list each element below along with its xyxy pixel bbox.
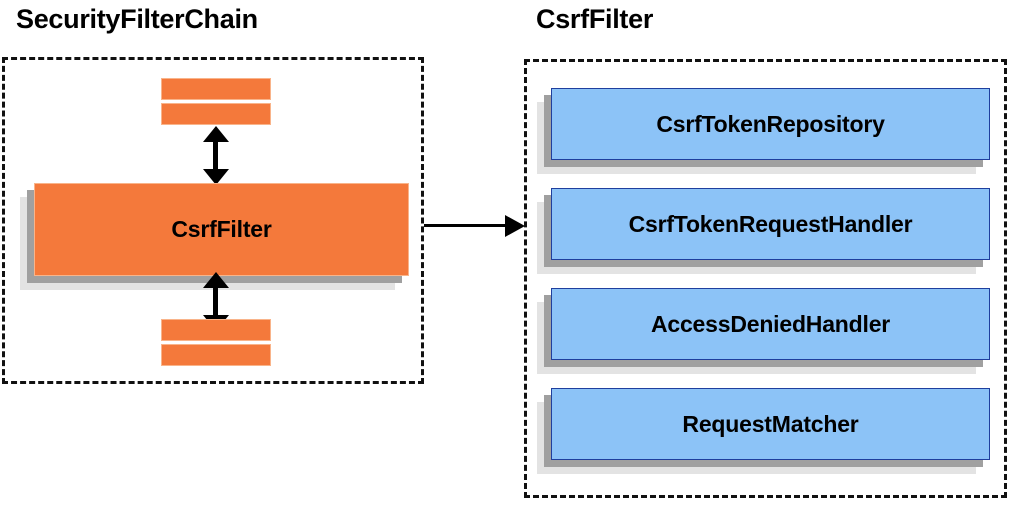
panel-title-security-filter-chain: SecurityFilterChain [16,4,258,34]
box-label-csrf-filter: CsrfFilter [34,183,409,276]
panel-security-filter-chain [2,57,424,384]
filter-bar-top-2 [161,103,271,125]
panel-csrf-filter [524,59,1007,498]
double-arrow-top-icon [203,126,229,185]
filter-bar-top-1 [161,78,271,100]
panel-title-csrf-filter: CsrfFilter [536,4,654,34]
box-label-csrf-token-request-handler: CsrfTokenRequestHandler [551,188,990,260]
box-label-request-matcher: RequestMatcher [551,388,990,460]
filter-bar-bottom-1 [161,319,271,341]
box-csrf-token-repository[interactable]: CsrfTokenRepository [537,88,990,174]
box-label-access-denied-handler: AccessDeniedHandler [551,288,990,360]
box-label-csrf-token-repository: CsrfTokenRepository [551,88,990,160]
connector-arrow-icon [424,215,525,237]
filter-bar-bottom-2 [161,344,271,366]
box-request-matcher[interactable]: RequestMatcher [537,388,990,474]
box-csrf-token-request-handler[interactable]: CsrfTokenRequestHandler [537,188,990,274]
box-access-denied-handler[interactable]: AccessDeniedHandler [537,288,990,374]
